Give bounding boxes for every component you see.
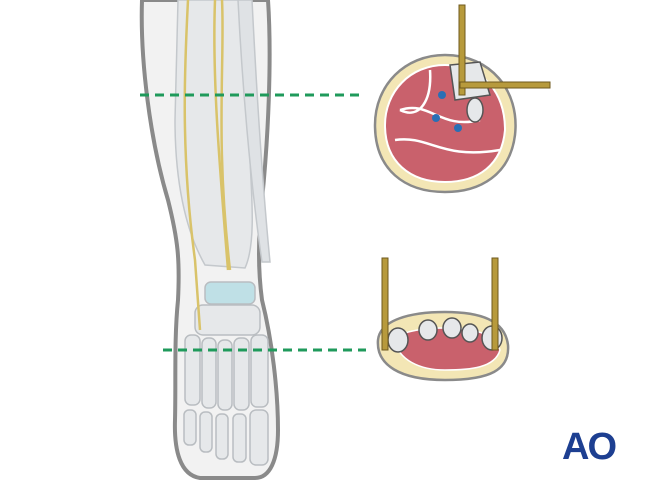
cross-section-lower — [376, 310, 510, 382]
pins-lower — [381, 257, 499, 351]
ao-logo: AO — [562, 426, 617, 468]
nerves — [183, 0, 232, 331]
foot-bones — [183, 281, 269, 466]
pins-upper — [458, 4, 551, 96]
leg-bones — [174, 0, 271, 269]
cross-section-upper — [373, 53, 517, 194]
